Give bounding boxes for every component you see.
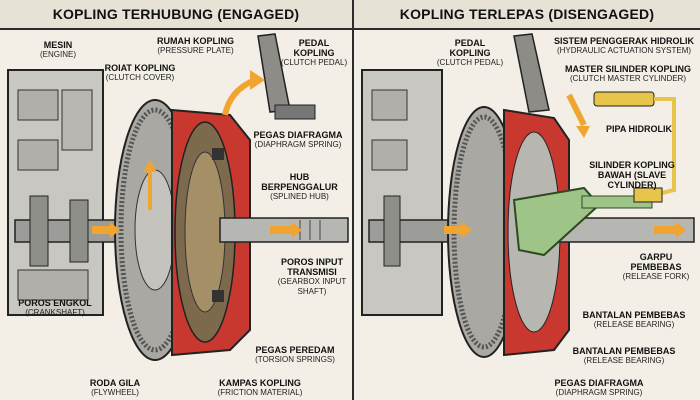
label-release-bearing-2: BANTALAN PEMBEBAS (RELEASE BEARING) [572, 346, 676, 365]
label-release-bearing: BANTALAN PEMBEBAS (RELEASE BEARING) [582, 310, 686, 329]
disengaged-panel-header: KOPLING TERLEPAS (DISENGAGED) [354, 0, 700, 30]
engine-block [361, 69, 443, 316]
engine-block [7, 69, 104, 316]
label-diaphragm-spring: PEGAS DIAFRAGMA (DIAPHRAGM SPRING) [253, 130, 343, 149]
engaged-title: KOPLING TERHUBUNG (ENGAGED) [52, 6, 300, 22]
label-hydraulic-system: SISTEM PENGGERAK HIDROLIK (HYDRAULIC ACT… [553, 36, 694, 55]
disengaged-panel: KOPLING TERLEPAS (DISENGAGED) [354, 0, 700, 400]
label-release-fork: GARPU PEMBEBAS (RELEASE FORK) [622, 252, 690, 281]
label-master-cylinder: MASTER SILINDER KOPLING (CLUTCH MASTER C… [564, 64, 691, 83]
clutch-pedal-graphic [513, 33, 550, 113]
label-slave-cylinder: SILINDER KOPLING BAWAH (SLAVE CYLINDER) [589, 160, 675, 190]
hydraulic-system [593, 91, 676, 203]
label-engine: MESIN (ENGINE) [40, 40, 76, 59]
label-torsion-springs: PEGAS PEREDAM (TORSION SPRINGS) [255, 345, 335, 364]
disengaged-illustration [361, 33, 695, 358]
engaged-panel: KOPLING TERHUBUNG (ENGAGED) [0, 0, 354, 400]
label-diaphragm-spring: PEGAS DIAFRAGMA (DIAPHRAGM SPRING) [554, 378, 644, 397]
label-clutch-cover: ROIAT KOPLING (CLUTCH COVER) [104, 63, 176, 82]
disengaged-title: KOPLING TERLEPAS (DISENGAGED) [399, 6, 655, 22]
label-crankshaft: POROS ENGKOL (CRANKSHAFT) [18, 298, 92, 317]
gearbox-input-shaft [219, 217, 349, 243]
clutch-pedal-graphic [257, 33, 316, 120]
engaged-illustration [7, 33, 349, 361]
engaged-panel-header: KOPLING TERHUBUNG (ENGAGED) [0, 0, 352, 30]
label-hydraulic-pipe: PIPA HIDROLIK [605, 124, 672, 134]
motion-arrows [444, 93, 686, 238]
label-splined-hub: HUB BERPENGGALUR (SPLINED HUB) [261, 172, 338, 201]
motion-arrows [92, 70, 302, 238]
crankshaft [368, 195, 470, 267]
label-input-shaft: POROS INPUT TRANSMISI (GEARBOX INPUT SHA… [277, 257, 347, 296]
label-clutch-pedal: PEDAL KOPLING (CLUTCH PEDAL) [436, 38, 504, 67]
label-pressure-plate: RUMAH KOPLING (PRESSURE PLATE) [157, 36, 234, 55]
label-friction-material: KAMPAS KOPLING (FRICTION MATERIAL) [217, 378, 303, 397]
clutch-housing [171, 108, 251, 357]
label-flywheel: RODA GILA (FLYWHEEL) [89, 378, 141, 397]
label-clutch-pedal: PEDAL KOPLING (CLUTCH PEDAL) [280, 38, 348, 67]
